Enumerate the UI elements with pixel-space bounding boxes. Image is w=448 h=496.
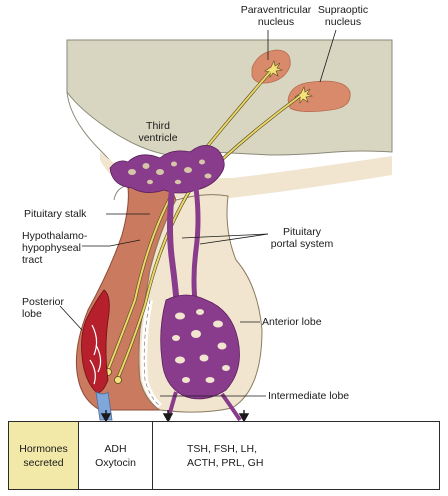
label-line: Pituitary [283, 226, 321, 238]
label-intermediate-lobe: Intermediate lobe [268, 390, 350, 402]
leader-lines [59, 29, 337, 397]
label-line: Hypothalamo- [22, 230, 88, 242]
label-line: portal system [270, 238, 334, 250]
hormone-line: Oxytocin [95, 456, 136, 469]
table-header-cell: Hormones secreted [9, 422, 79, 489]
header-line: secreted [23, 456, 64, 469]
supraoptic-neuron-icon [294, 86, 314, 104]
label-paraventricular-nucleus: Paraventricular nucleus [236, 4, 316, 28]
hormone-line: ACTH, PRL, GH [187, 456, 264, 469]
posterior-vein [95, 391, 113, 421]
secretion-arrows [100, 410, 250, 423]
header-line: Hormones [19, 442, 68, 455]
portal-capillary-plexus [109, 145, 225, 194]
label-posterior-lobe: Posterior lobe [22, 296, 72, 320]
hormone-line: TSH, FSH, LH, [187, 442, 258, 455]
label-hypothalamo-hypophyseal-tract: Hypothalamo- hypophyseal tract [22, 230, 102, 266]
label-pituitary-portal-system: Pituitary portal system [262, 226, 342, 250]
posterior-artery [81, 289, 110, 393]
label-pituitary-stalk: Pituitary stalk [24, 208, 87, 220]
secondary-capillary-plexus [160, 294, 240, 400]
label-line: Posterior [22, 296, 65, 308]
label-supraoptic-nucleus: Supraoptic nucleus [308, 4, 378, 28]
hormone-table: Hormones secreted ADH Oxytocin TSH, FSH,… [8, 421, 440, 490]
label-line: nucleus [257, 16, 295, 28]
label-line: ventricle [138, 132, 178, 144]
posterior-capillaries [89, 324, 102, 385]
label-line: hypophyseal [22, 242, 81, 254]
posterior-hormones-cell: ADH Oxytocin [79, 422, 153, 489]
label-line: tract [22, 254, 43, 266]
label-anterior-lobe: Anterior lobe [262, 316, 322, 328]
label-line: lobe [22, 308, 42, 320]
tract-terminal [114, 376, 122, 384]
label-line: nucleus [324, 16, 362, 28]
label-line: Third [146, 120, 170, 132]
portal-vein [191, 187, 201, 311]
anterior-hormones-cell: TSH, FSH, LH, ACTH, PRL, GH [153, 422, 439, 489]
label-line: Paraventricular [240, 4, 312, 16]
intermediate-lobe-outline [143, 299, 161, 407]
hormone-line: ADH [104, 442, 127, 455]
label-line: Supraoptic [317, 4, 369, 16]
label-third-ventricle: Third ventricle [128, 120, 188, 144]
